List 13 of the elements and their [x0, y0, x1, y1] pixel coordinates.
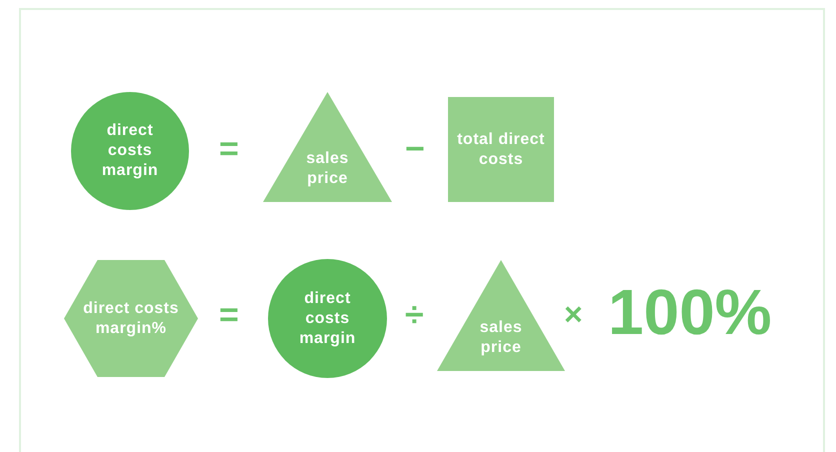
division-sign: ÷: [405, 298, 424, 332]
percentage-value: 100%: [608, 280, 772, 344]
equals-sign: =: [219, 132, 239, 166]
node-label: total direct costs: [456, 130, 546, 170]
multiplication-sign: ×: [564, 298, 583, 330]
equals-sign: =: [219, 298, 239, 332]
minus-sign: −: [405, 132, 425, 166]
node-label: direct costs margin: [298, 288, 357, 348]
node-label: sales price: [305, 149, 350, 189]
node-label: direct costs margin: [100, 121, 160, 181]
node-label: sales price: [478, 318, 524, 358]
square-shape: [448, 97, 554, 202]
node-label: direct costs margin%: [82, 298, 180, 338]
